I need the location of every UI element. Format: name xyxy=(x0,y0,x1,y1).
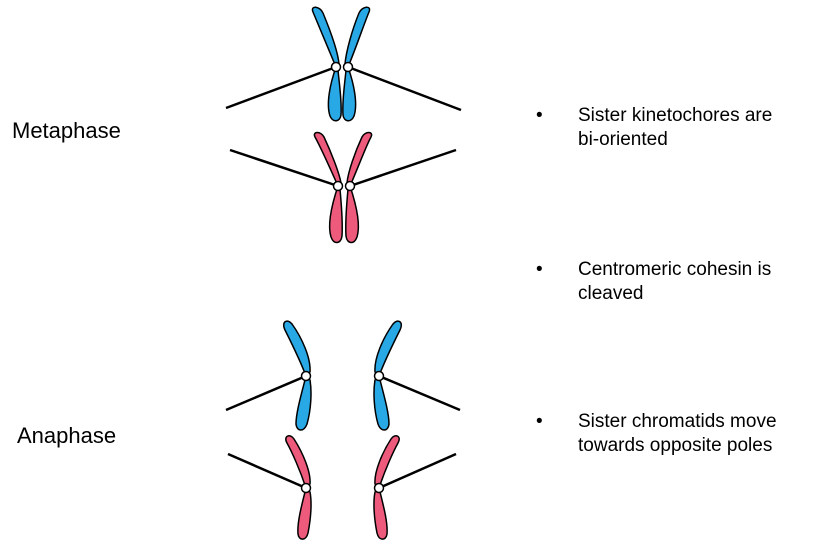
kinetochore-right xyxy=(344,63,353,72)
kinetochore xyxy=(302,484,311,493)
bullet-line: Centromeric cohesin is xyxy=(578,258,819,282)
spindle-fiber xyxy=(379,376,460,410)
metaphase-label: Metaphase xyxy=(12,118,121,144)
anaphase-label: Anaphase xyxy=(17,423,116,449)
bullet-line: Sister kinetochores are xyxy=(578,104,819,128)
bullet-marker: • xyxy=(536,258,543,282)
kinetochore xyxy=(302,372,311,381)
kinetochore-right xyxy=(346,182,355,191)
spindle-fiber-right xyxy=(348,67,461,110)
kinetochore xyxy=(375,484,384,493)
bullet-line: bi-oriented xyxy=(578,128,819,152)
spindle-fiber-right xyxy=(350,150,456,186)
spindle-fiber-left xyxy=(230,150,338,186)
kinetochore-left xyxy=(332,63,341,72)
metaphase-blue-chromosome xyxy=(226,7,461,121)
anaphase-blue-chromatid-right xyxy=(374,321,460,430)
spindle-fiber-left xyxy=(226,67,336,108)
bullet-text: Centromeric cohesin is cleaved xyxy=(578,258,819,306)
spindle-fiber xyxy=(226,376,306,410)
anaphase-pink-chromatid-left xyxy=(228,436,311,539)
bullet-line: towards opposite poles xyxy=(578,434,819,458)
bullet-text: Sister chromatids move towards opposite … xyxy=(578,410,819,458)
kinetochore xyxy=(375,372,384,381)
bullet-text: Sister kinetochores are bi-oriented xyxy=(578,104,819,152)
bullet-marker: • xyxy=(536,410,543,434)
bullet-line: Sister chromatids move xyxy=(578,410,819,434)
anaphase-blue-chromatid-left xyxy=(226,321,311,430)
bullet-line: cleaved xyxy=(578,282,819,306)
bullet-marker: • xyxy=(536,104,543,128)
anaphase-pink-chromatid-right xyxy=(374,436,456,539)
metaphase-pink-chromosome xyxy=(230,133,456,243)
kinetochore-left xyxy=(334,182,343,191)
